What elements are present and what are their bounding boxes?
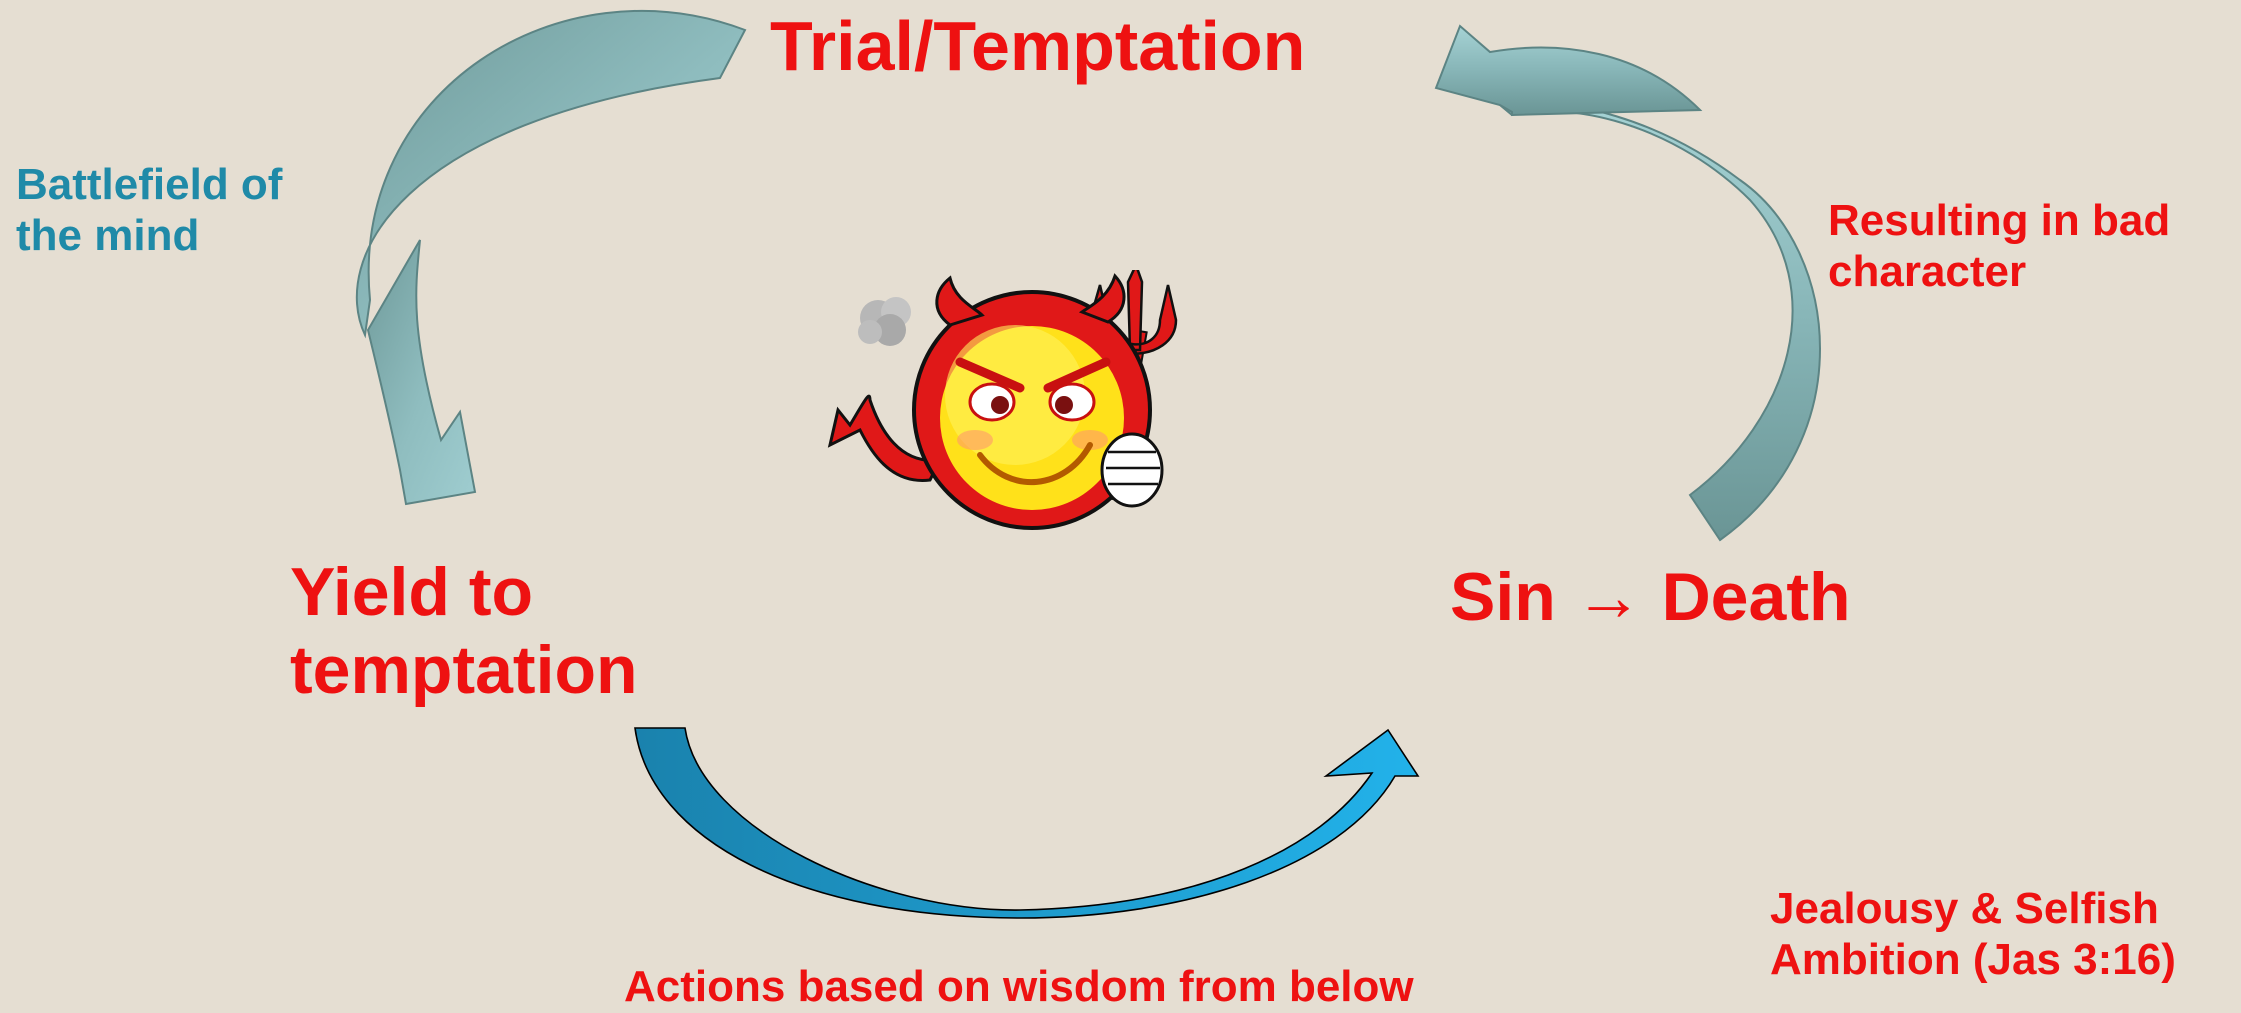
gloved-hand-icon	[1100, 432, 1164, 508]
left-cycle-arrowhead	[366, 239, 477, 506]
top-node-label: Trial/Temptation	[770, 7, 1306, 85]
left-arc-label-line2: the mind	[16, 210, 200, 260]
left-arc-label: Battlefield of the mind	[16, 160, 282, 261]
left-node-line1: Yield to	[290, 554, 534, 630]
devil-emoji-icon	[827, 270, 1178, 530]
left-arc-label-line1: Battlefield of	[16, 160, 283, 209]
bottom-arc-label: Actions based on wisdom from below	[624, 962, 1414, 1011]
right-arc-label-line1: Resulting in bad	[1828, 196, 2171, 245]
left-node: Yield to temptation	[290, 553, 638, 709]
left-cycle-arrow	[355, 9, 747, 339]
corner-note-line1: Jealousy & Selfish	[1770, 884, 2159, 933]
right-arc-label-line2: character	[1828, 246, 2027, 296]
left-eyebrow	[955, 357, 1025, 393]
bottom-cycle-arrow	[634, 727, 1420, 919]
left-horn	[935, 275, 985, 327]
devil-tail	[827, 394, 943, 482]
smoke-puff-icon	[858, 297, 911, 346]
right-eyebrow	[1043, 357, 1111, 393]
corner-note-line2: Ambition (Jas 3:16)	[1770, 934, 2176, 984]
left-node-line2: temptation	[290, 632, 638, 709]
right-cycle-arrow	[1497, 101, 1821, 542]
right-cycle-arrowhead	[1434, 24, 1703, 117]
right-horn	[1078, 273, 1126, 324]
corner-note: Jealousy & Selfish Ambition (Jas 3:16)	[1770, 884, 2176, 985]
devil-smile	[977, 442, 1093, 486]
right-arc-label: Resulting in bad character	[1828, 196, 2170, 297]
right-node-label: Sin → Death	[1450, 559, 1851, 635]
